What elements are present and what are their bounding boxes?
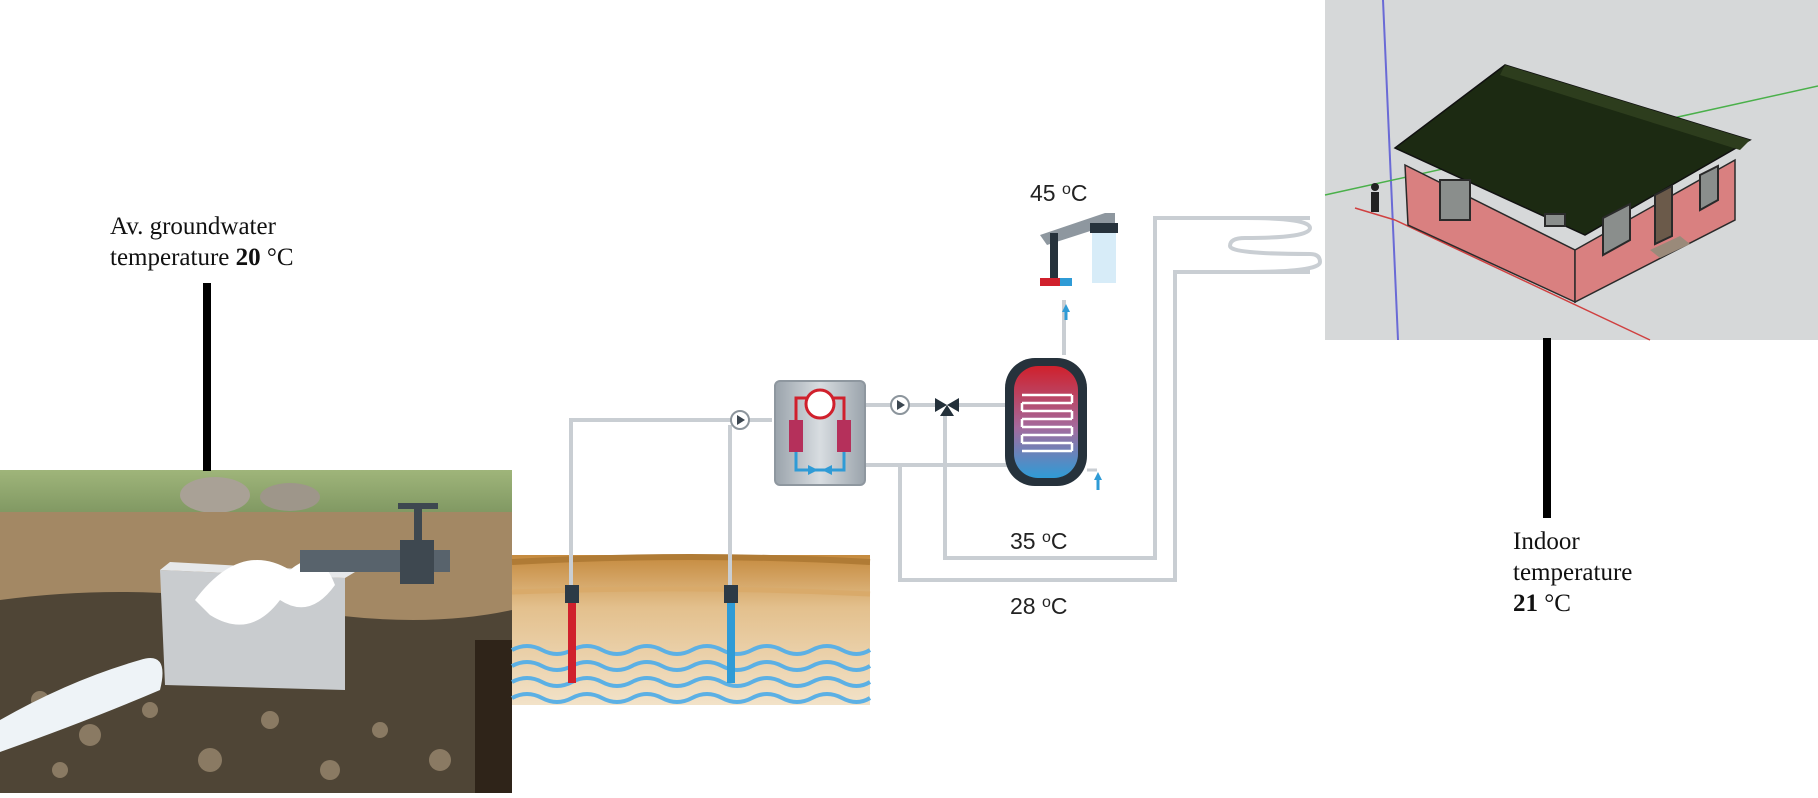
groundwater-label: Av. groundwater temperature 20 °C: [110, 211, 294, 273]
hot-water-temp-label: 45 oC: [1030, 180, 1088, 207]
hot-water-unit-c: C: [1070, 180, 1088, 206]
groundwater-callout-bar: [203, 283, 211, 471]
hot-water-unit-o: o: [1061, 181, 1071, 198]
three-way-valve-icon: [935, 398, 959, 416]
hot-water-temp-value: 45: [1030, 180, 1056, 206]
indoor-callout-bar: [1543, 338, 1551, 518]
return-temp-value: 28: [1010, 593, 1036, 619]
supply-unit-o: o: [1041, 529, 1051, 546]
groundwater-temp-unit: °C: [266, 244, 294, 271]
indoor-label-line3: 21 °C: [1513, 588, 1632, 619]
groundwater-temp-value: 20: [235, 244, 261, 271]
return-unit-c: C: [1050, 593, 1068, 619]
groundwater-label-prefix: temperature: [110, 244, 230, 271]
heat-pump-icon: [774, 380, 866, 486]
aquifer-section: [511, 554, 872, 705]
pump-icon: [730, 395, 910, 430]
return-unit-o: o: [1041, 594, 1051, 611]
borehole-icon: [565, 585, 738, 683]
indoor-label: Indoor temperature 21 °C: [1513, 526, 1632, 619]
supply-temp-value: 35: [1010, 528, 1036, 554]
indoor-temp-unit: °C: [1544, 590, 1571, 617]
shower-icon: [1040, 213, 1118, 320]
supply-unit-c: C: [1050, 528, 1068, 554]
well-photo: [0, 470, 512, 793]
pipe-network: [569, 216, 1323, 585]
storage-tank-icon: [1005, 358, 1102, 490]
supply-temp-label: 35 oC: [1010, 528, 1068, 555]
return-temp-label: 28 oC: [1010, 593, 1068, 620]
indoor-temp-value: 21: [1513, 590, 1538, 617]
groundwater-label-line2: temperature 20 °C: [110, 242, 294, 273]
indoor-label-line1: Indoor: [1513, 528, 1580, 555]
groundwater-label-line1: Av. groundwater: [110, 213, 276, 240]
indoor-label-line2: temperature: [1513, 559, 1633, 586]
house-icon: [1324, 0, 1818, 341]
